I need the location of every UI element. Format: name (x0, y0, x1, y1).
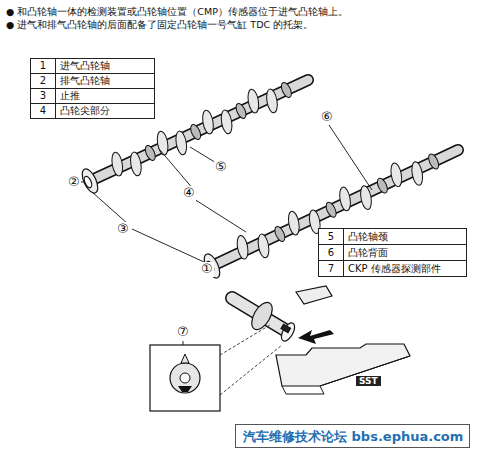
journal (273, 225, 287, 243)
journal (189, 123, 203, 141)
cam-lobe (156, 130, 170, 155)
table-cell: 7 (318, 260, 344, 277)
cam-lobe (129, 151, 143, 176)
note-text: ● 进气和排气凸轮轴的后面配备了固定凸轮轴一号气缸 TDC 的托架。 (6, 20, 313, 31)
journal (234, 102, 248, 120)
table-cell: 凸轮背面 (343, 244, 467, 261)
inset-detail (150, 341, 220, 411)
callout-number: ④ (182, 186, 196, 201)
cam-lobe (246, 88, 260, 113)
callout-number: ③ (116, 222, 130, 237)
table-cell: 1 (30, 58, 56, 74)
cam-lobe (265, 88, 279, 113)
cam-lobe (236, 235, 250, 260)
callout-number: ⑦ (176, 325, 190, 340)
table-cell: 进气凸轮轴 (55, 58, 155, 74)
thrust-flanges (79, 167, 223, 281)
table-cell: 5 (318, 228, 344, 245)
callout-number: ⑤ (214, 160, 228, 175)
journal (143, 144, 157, 162)
journal (279, 81, 293, 99)
cam-lobe (220, 109, 234, 134)
watermark-text: 汽车维修技术论坛 bbs.ephua.com (243, 428, 462, 446)
callout-number: ⑥ (320, 110, 334, 125)
table-cell: 6 (318, 244, 344, 261)
leader-lines (81, 125, 372, 262)
cam-lobe (338, 186, 352, 211)
table-cell: 3 (30, 88, 56, 104)
note-text: ● 和凸轮轴一体的检测装置或凸轮轴位置（CMP）传感器位于进气凸轮轴上。 (6, 7, 348, 18)
cam-lobe (174, 130, 188, 155)
table-cell: 排气凸轮轴 (55, 73, 155, 89)
watermark-box: 汽车维修技术论坛 bbs.ephua.com (235, 424, 470, 448)
tool-label: SST (356, 376, 381, 386)
callout-number: ① (200, 262, 214, 277)
table-cell: 止推 (55, 88, 155, 104)
table-cell: 凸轮尖部分 (55, 103, 155, 119)
cam-lobe (410, 161, 424, 186)
sst-plate (276, 344, 410, 394)
journal (324, 201, 338, 219)
table-cell: 2 (30, 73, 56, 89)
cam-lobe (110, 151, 124, 176)
table-cell: CKP 传感器探测部件 (343, 260, 467, 277)
insert-arrow (298, 330, 334, 344)
table-cell: 凸轮轴颈 (343, 228, 467, 245)
cam-lobe (389, 162, 403, 187)
journal (375, 177, 389, 195)
journal (427, 153, 441, 171)
table-cell: 4 (30, 103, 56, 119)
cam-lobe (201, 109, 215, 134)
callout-number: ② (67, 175, 81, 190)
projection-lines (220, 325, 282, 395)
cam-lobe (287, 210, 301, 235)
cam-lobe (256, 233, 270, 258)
